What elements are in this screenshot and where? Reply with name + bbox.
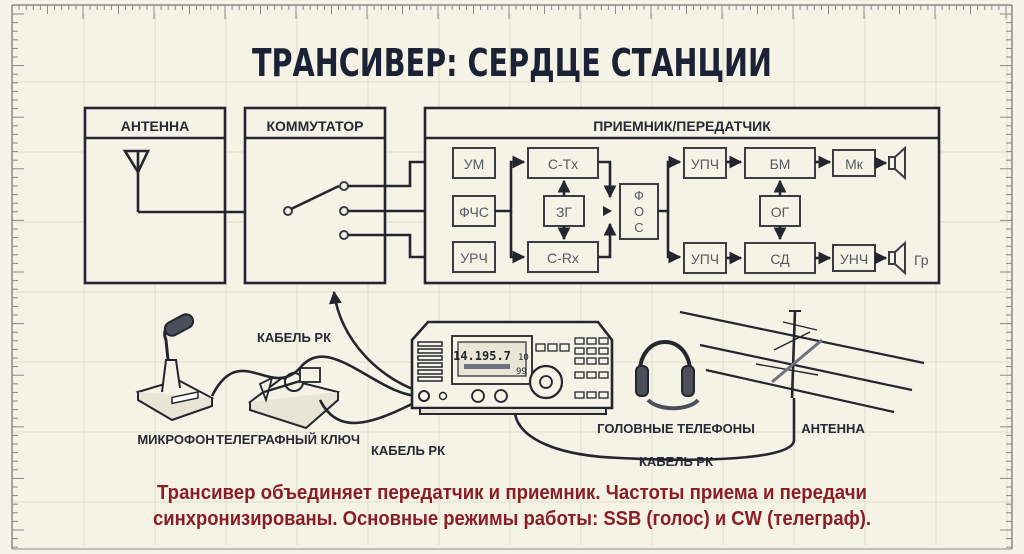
block-bm: БМ [744,147,816,179]
key-cable [318,396,425,425]
svg-text:СД: СД [770,251,790,267]
svg-text:С-Tx: С-Tx [548,156,578,172]
svg-text:ОГ: ОГ [771,204,790,220]
block-c-rx: С-Rx [527,241,599,273]
antenna-cable [513,398,796,461]
svg-text:О: О [634,204,644,219]
block-og: ОГ [759,195,801,227]
svg-text:ФЧС: ФЧС [459,204,489,220]
radio-frequency-suffix: 10 [518,353,529,363]
svg-text:ЗГ: ЗГ [556,204,572,220]
block-upch-bottom: УПЧ [683,242,727,274]
block-upch-top: УПЧ [683,147,727,179]
radio-memory-channel: 99 [516,367,527,377]
svg-text:УРЧ: УРЧ [460,250,488,266]
antenna-panel: АНТЕННА [83,106,282,285]
svg-text:УПЧ: УПЧ [691,251,719,267]
svg-text:Ф: Ф [634,188,644,203]
caption-line-1: Трансивер объединяет передатчик и приемн… [157,482,867,504]
block-c-tx: С-Tx [527,147,599,179]
svg-text:Мк: Мк [845,156,864,172]
svg-text:УНЧ: УНЧ [840,251,868,267]
svg-text:С: С [634,220,643,235]
switch-panel: КОММУТАТОР [243,106,450,285]
telegraph-key-label: ТЕЛЕГРАФНЫЙ КЛЮЧ [216,432,360,447]
speaker-top-icon [888,145,906,181]
svg-text:БМ: БМ [770,156,791,172]
cable-to-switch [329,290,425,395]
microphone-cable [210,355,425,398]
cable-antenna-label: КАБЕЛЬ РК [639,454,713,469]
block-fos: Ф О С [619,183,659,240]
block-fchs: ФЧС [452,195,496,227]
svg-text:УПЧ: УПЧ [691,156,719,172]
headphones-label: ГОЛОВНЫЕ ТЕЛЕФОНЫ [597,421,755,436]
yagi-antenna-illustration [679,309,925,414]
block-urch: УРЧ [452,241,496,273]
antenna-symbol-icon [122,149,151,212]
antenna-panel-label: АНТЕННА [121,118,189,134]
page-title: ТРАНСИВЕР: СЕРДЦЕ СТАНЦИИ [252,41,772,85]
cable-top-label: КАБЕЛЬ РК [257,330,331,345]
block-mk: Мк [832,149,876,177]
block-gr-label: Гр [914,252,929,268]
microphone-illustration [135,313,215,422]
ruler-frame [11,4,1013,550]
microphone-label: МИКРОФОН [137,432,214,447]
caption-line-2: синхронизированы. Основные режимы работы… [153,508,871,530]
speaker-bottom-icon [888,240,906,276]
svg-text:УМ: УМ [464,156,485,172]
telegraph-key-illustration [247,367,341,430]
block-sd: СД [744,242,816,274]
svg-text:С-Rx: С-Rx [547,250,579,266]
radio-transceiver-illustration: 14.195.7 10 99 [410,320,614,415]
transceiver-panel-label: ПРИЕМНИК/ПЕРЕДАТЧИК [593,118,771,134]
radio-frequency-readout: 14.195.7 [453,349,511,363]
block-um: УМ [452,147,496,179]
cable-key-label: КАБЕЛЬ РК [371,443,445,458]
switch-panel-label: КОММУТАТОР [267,118,364,134]
block-zg: ЗГ [543,195,585,227]
headphones-illustration [635,340,700,411]
antenna-label: АНТЕННА [801,421,865,436]
block-unch: УНЧ [832,244,876,272]
